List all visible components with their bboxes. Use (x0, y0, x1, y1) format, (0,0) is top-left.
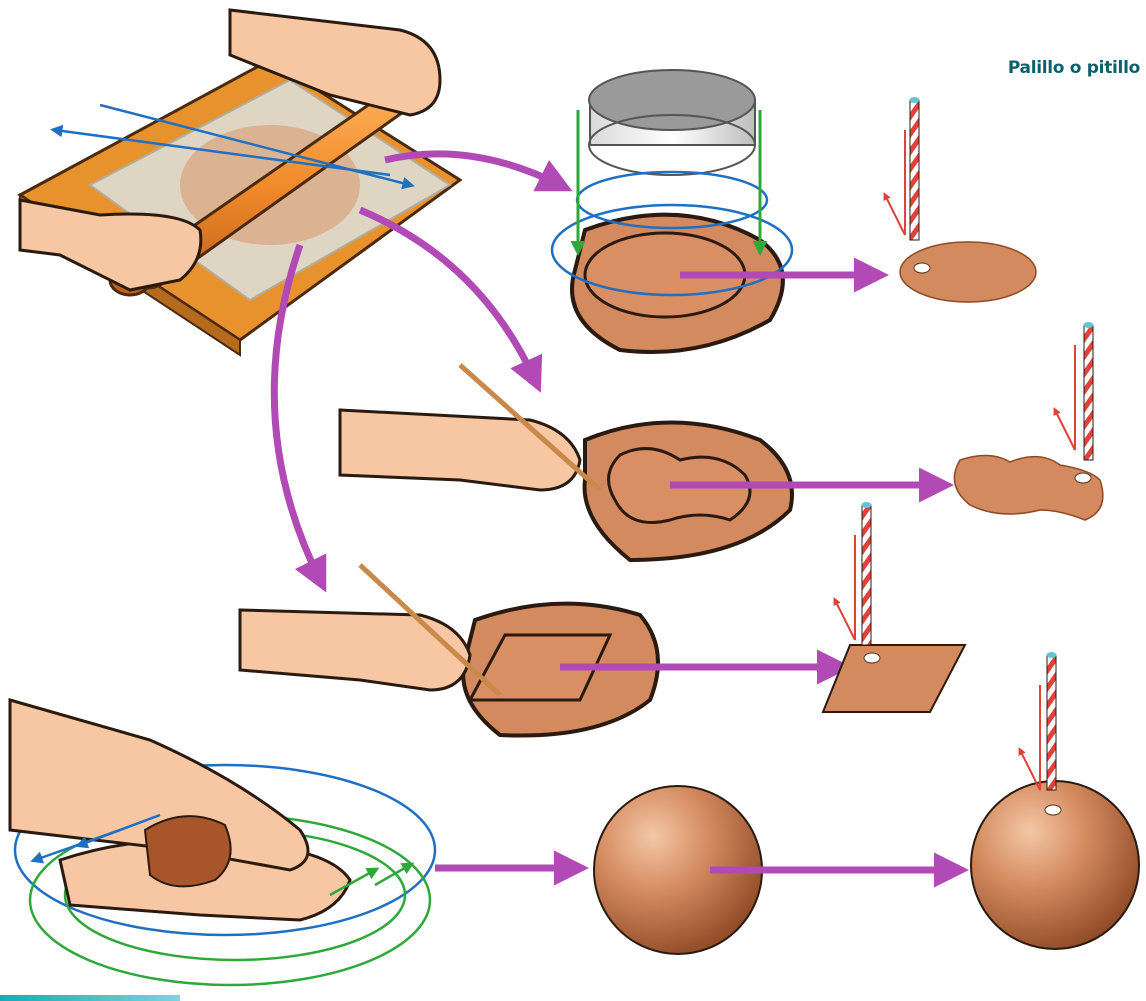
toothpick-icon (1047, 652, 1057, 790)
rolling-step (20, 10, 460, 355)
toothpick-icon (910, 97, 920, 240)
freehand-cut-step (340, 365, 940, 560)
lid-cut-step (552, 70, 875, 352)
toothpick-icon (1084, 322, 1094, 460)
blob-pendant-result (954, 322, 1102, 520)
toothpick-caption: Palillo o pitillo (1008, 58, 1140, 78)
jar-lid-icon (589, 70, 755, 175)
hand-icon (340, 410, 580, 490)
rhombus-cut-step (240, 565, 838, 736)
toothpick-icon (862, 502, 872, 645)
accent-bar (0, 995, 180, 1001)
hand-icon (240, 610, 470, 690)
clay-lump (145, 816, 231, 886)
pierced-ball-result (971, 652, 1139, 949)
oval-pendant-result (885, 97, 1036, 302)
ball-rolling-step (10, 700, 575, 985)
rhombus-pendant-result (823, 502, 965, 712)
